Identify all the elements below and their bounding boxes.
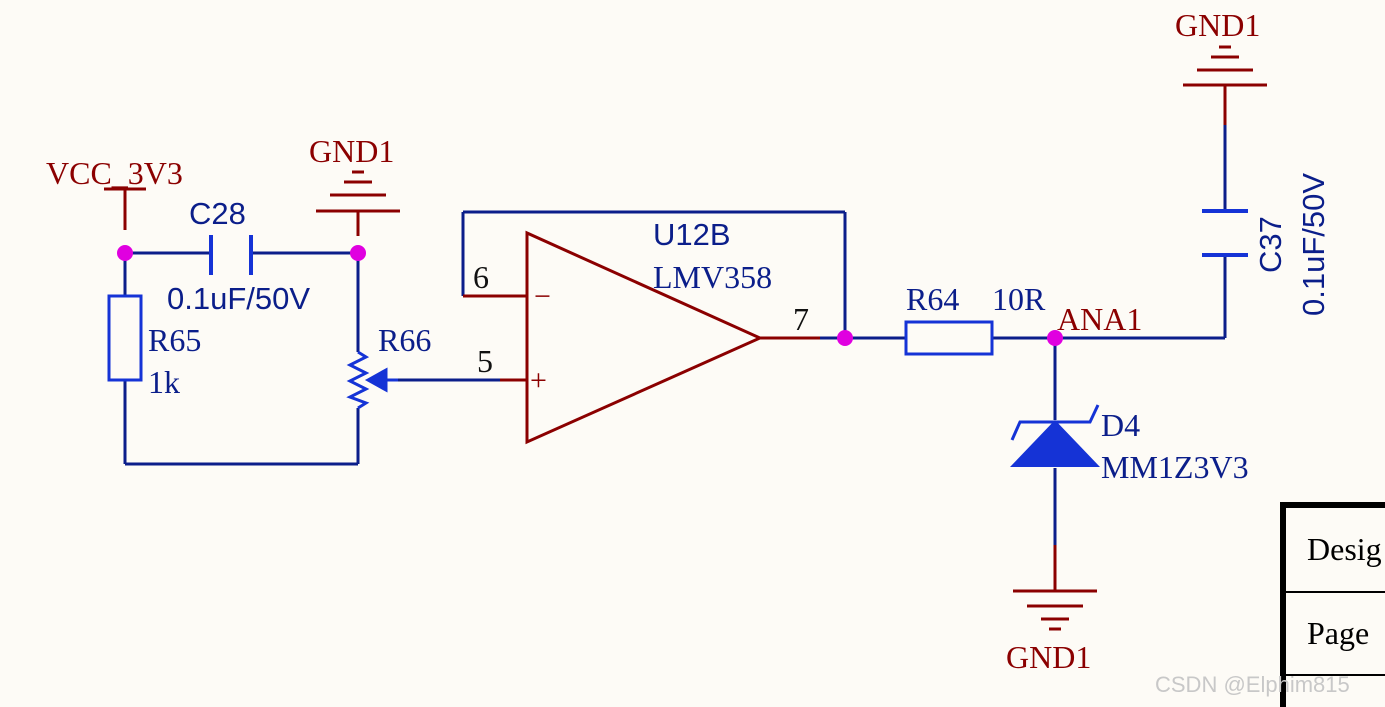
r66-ref: R66 bbox=[378, 322, 431, 358]
u12b-ref: U12B bbox=[653, 217, 731, 252]
zener-diode-d4 bbox=[1010, 404, 1100, 467]
junction-gnd-left bbox=[350, 245, 366, 261]
capacitor-c28 bbox=[209, 235, 253, 275]
capacitor-c37 bbox=[1202, 209, 1248, 257]
resistor-r65 bbox=[107, 294, 143, 382]
resistor-r64 bbox=[904, 320, 994, 356]
title-block-row-page: Page bbox=[1307, 615, 1369, 651]
op-amp-minus-sign: − bbox=[534, 280, 551, 313]
op-amp-plus-sign: + bbox=[530, 364, 547, 397]
net-label-gnd-top-right: GND1 bbox=[1175, 7, 1260, 43]
junction-ana bbox=[1047, 330, 1063, 346]
title-block: Desig Page bbox=[1280, 502, 1385, 707]
pin-5-label: 5 bbox=[477, 343, 493, 379]
r65-value: 1k bbox=[148, 364, 180, 400]
net-label-vcc: VCC_3V3 bbox=[46, 155, 183, 191]
junctions bbox=[117, 245, 1063, 346]
watermark: CSDN @Elphim815 bbox=[1155, 672, 1350, 697]
pin-6-label: 6 bbox=[473, 259, 489, 295]
pin-7-label: 7 bbox=[793, 301, 809, 337]
wires bbox=[123, 125, 1227, 545]
gnd-symbol-left bbox=[316, 170, 400, 213]
c28-value: 0.1uF/50V bbox=[167, 281, 310, 316]
junction-output bbox=[837, 330, 853, 346]
c28-ref: C28 bbox=[189, 196, 246, 231]
title-block-row-designer: Desig bbox=[1307, 531, 1382, 567]
d4-ref: D4 bbox=[1101, 407, 1140, 443]
c37-ref: C37 bbox=[1253, 216, 1288, 273]
gnd-symbol-top-right bbox=[1183, 45, 1267, 87]
u12b-value: LMV358 bbox=[653, 259, 772, 295]
r65-ref: R65 bbox=[148, 322, 201, 358]
d4-value: MM1Z3V3 bbox=[1101, 449, 1249, 485]
potentiometer-r66 bbox=[346, 350, 398, 410]
net-label-gnd-bottom: GND1 bbox=[1006, 639, 1091, 675]
gnd-symbol-bottom bbox=[1013, 589, 1097, 631]
net-label-gnd-left: GND1 bbox=[309, 133, 394, 169]
c37-value: 0.1uF/50V bbox=[1296, 173, 1331, 316]
junction-vcc bbox=[117, 245, 133, 261]
op-amp-u12b: − + bbox=[525, 230, 764, 445]
r64-ref: R64 bbox=[906, 281, 959, 317]
pin-stubs bbox=[104, 85, 1227, 591]
net-label-ana: ANA1 bbox=[1057, 301, 1142, 337]
r64-value: 10R bbox=[992, 281, 1046, 317]
